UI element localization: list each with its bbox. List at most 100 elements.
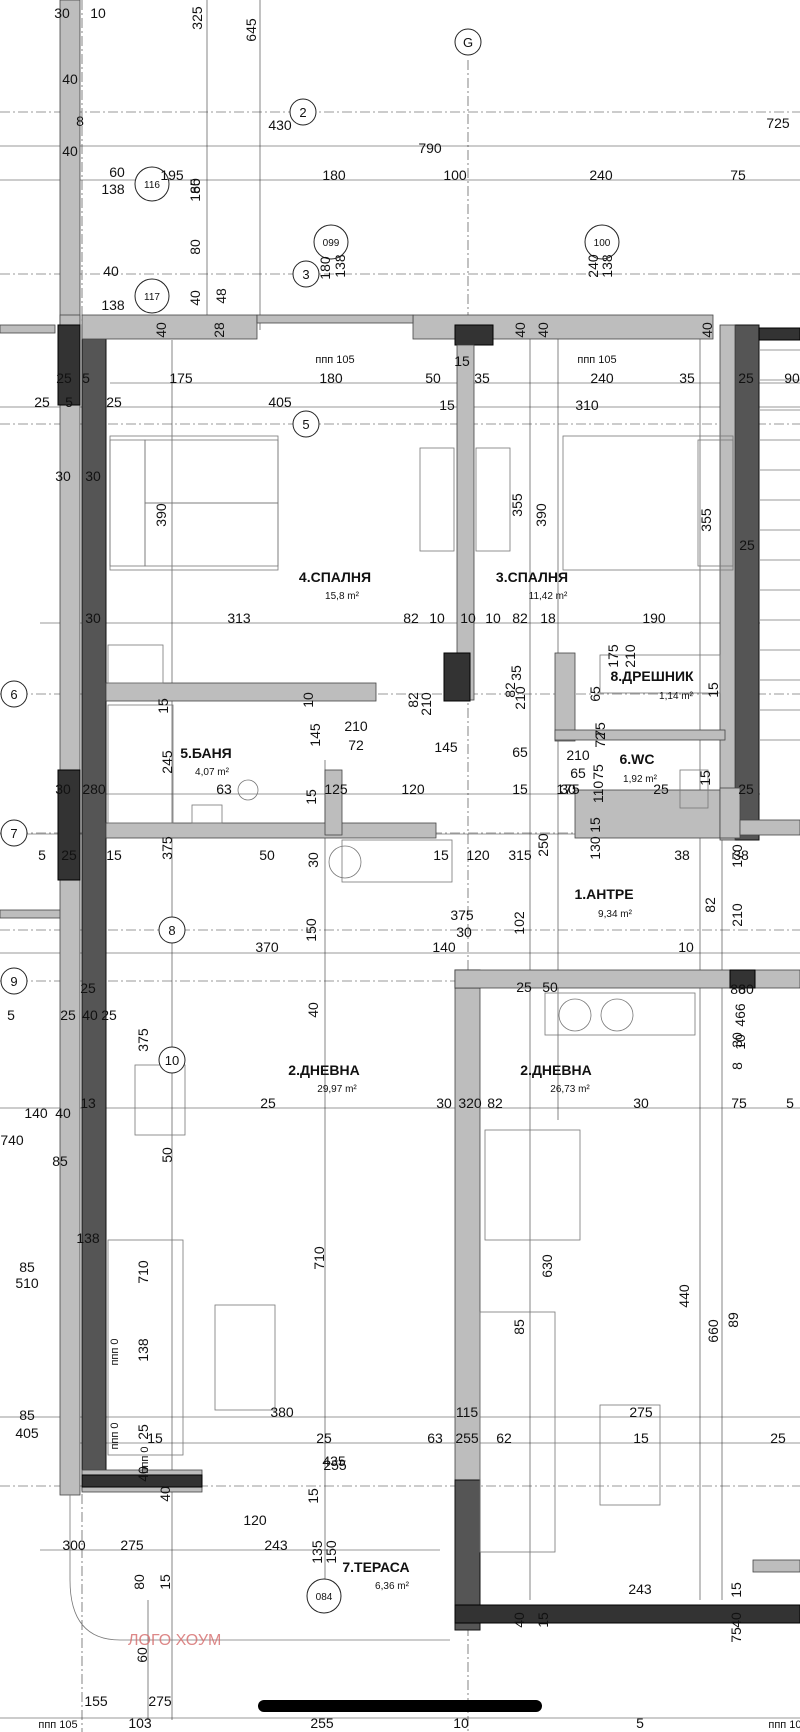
- grid-bubble-g: G: [454, 28, 482, 56]
- dimension-label: 30: [55, 781, 71, 797]
- dimension-label: 82: [512, 610, 528, 626]
- home-indicator[interactable]: [258, 1700, 542, 1712]
- dimension-label: 10: [90, 5, 106, 21]
- dimension-label: 510: [15, 1275, 39, 1291]
- dimension-label: 80: [730, 981, 746, 997]
- tag-label: 117: [144, 292, 160, 303]
- window-tag-100: 100: [584, 224, 620, 260]
- dimension-label: 120: [401, 781, 425, 797]
- room-living-2b: 2.ДНЕВНА 26,73 m²: [520, 1062, 591, 1095]
- dimension-label: 280: [82, 781, 106, 797]
- dimension-label: 405: [268, 394, 292, 410]
- dimension-label: 82: [702, 897, 718, 913]
- dimension-label: 75: [730, 167, 746, 183]
- walls: [0, 0, 800, 1631]
- dimension-label: 65: [512, 744, 528, 760]
- dimension-label: 30: [54, 5, 70, 21]
- dimension-label: 75: [728, 1627, 744, 1643]
- dimension-label: 740: [0, 1132, 24, 1148]
- dimension-label: 60: [134, 1647, 150, 1663]
- dimension-label: 5: [7, 1007, 15, 1023]
- dimension-label: 25: [34, 394, 50, 410]
- dimension-label: 130: [587, 836, 603, 860]
- dimension-label: 138: [76, 1230, 100, 1246]
- dimension-label: 115: [456, 1404, 479, 1420]
- dimension-label: 40: [157, 1486, 173, 1502]
- dimension-label: 50: [259, 847, 275, 863]
- dimension-label: 275: [148, 1693, 172, 1709]
- room-terrace-7: 7.ТЕРАСА 6,36 m²: [342, 1559, 409, 1592]
- dimension-label: 15: [433, 847, 449, 863]
- dimension-label: 35: [508, 665, 524, 681]
- dimension-label: 62: [496, 1430, 512, 1446]
- dimension-label: 30: [305, 852, 321, 868]
- window-tag-084: 084: [306, 1578, 342, 1614]
- dimension-label: 8: [76, 113, 84, 129]
- dimension-label: 82: [405, 692, 421, 708]
- dimension-label: 390: [153, 503, 169, 527]
- dimension-label: 48: [213, 288, 229, 304]
- grid-label: 2: [299, 105, 306, 120]
- dimension-label: 375: [135, 1028, 151, 1052]
- dimension-label: 15: [697, 770, 713, 786]
- dimension-label: 135: [309, 1540, 325, 1564]
- room-name: 2.ДНЕВНА: [520, 1062, 591, 1078]
- dimension-label: 30: [436, 1095, 452, 1111]
- dimension-label: 40: [699, 322, 715, 338]
- dimension-label: 60: [109, 164, 125, 180]
- room-area: 15,8 m²: [325, 591, 360, 602]
- dimension-label: 710: [135, 1260, 151, 1284]
- dimension-label: 40: [511, 1612, 527, 1628]
- dimension-label: 80: [738, 981, 754, 997]
- room-hall-1: 1.АНТРЕ 9,34 m²: [574, 886, 633, 920]
- dimension-label: 30: [85, 468, 101, 484]
- dimension-label: 60: [187, 178, 203, 194]
- dimension-label: 75: [590, 764, 606, 780]
- room-area: 6,36 m²: [375, 1581, 410, 1592]
- dimension-label: 440: [676, 1284, 692, 1308]
- dimension-label: 50: [425, 370, 441, 386]
- dimension-label: 790: [418, 140, 442, 156]
- dimension-label: ппп 0: [109, 1422, 121, 1449]
- dimension-label: 5: [786, 1095, 794, 1111]
- dimension-label: 40: [62, 71, 78, 87]
- dimension-label: 13: [80, 1095, 96, 1111]
- dimension-label: 15: [305, 1488, 321, 1504]
- dimension-label: 10: [678, 939, 694, 955]
- dimension-label: 80: [187, 239, 203, 255]
- dimension-label: 30: [729, 1032, 745, 1048]
- grid-bubble-3: 3: [292, 260, 320, 288]
- dimension-label: 15: [728, 1582, 744, 1598]
- dimension-label: 175: [169, 370, 193, 386]
- dimension-label: 30: [85, 610, 101, 626]
- grid-bubble-8: 8: [158, 916, 186, 944]
- dimension-label: ппп 105: [768, 1719, 800, 1731]
- window-tag-117: 117: [134, 278, 170, 314]
- grid-label: 5: [302, 417, 309, 432]
- dimension-label: 180: [317, 256, 333, 280]
- room-name: 5.БАНЯ: [180, 745, 232, 761]
- dimension-label: 145: [434, 739, 458, 755]
- dimension-label: 10: [485, 610, 501, 626]
- dimension-label: 25: [106, 394, 122, 410]
- room-area: 26,73 m²: [550, 1084, 590, 1095]
- room-bathroom-5: 5.БАНЯ 4,07 m²: [180, 745, 232, 778]
- dimension-label: 120: [243, 1512, 267, 1528]
- dimension-label: 40: [153, 322, 169, 338]
- dimension-label: 435: [322, 1453, 346, 1469]
- dimension-label: 190: [642, 610, 666, 626]
- dimension-label: 30: [456, 924, 472, 940]
- dimension-label: 85: [511, 1319, 527, 1335]
- dimension-label: 40: [535, 322, 551, 338]
- grid-label: 9: [10, 974, 17, 989]
- dimension-label: 138: [599, 254, 615, 278]
- dimension-label: ппп 0: [139, 1446, 151, 1473]
- room-area: 4,07 m²: [195, 767, 230, 778]
- dimension-label: 15: [535, 1612, 551, 1628]
- dimension-label: 255: [455, 1430, 479, 1446]
- dimension-label: 170: [729, 844, 745, 868]
- grid-bubble-10: 10: [158, 1046, 186, 1074]
- dimension-label: 185: [187, 178, 203, 202]
- watermark-text: ЛОГО ХОУМ: [128, 1632, 221, 1649]
